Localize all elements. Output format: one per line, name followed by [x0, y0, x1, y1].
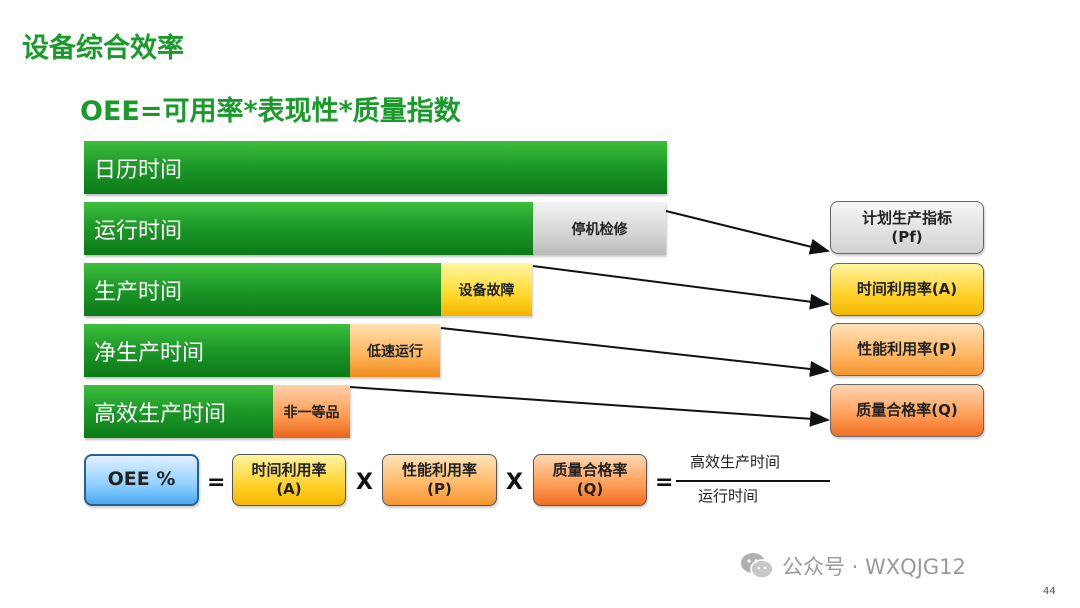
fraction-numerator: 高效生产时间 — [690, 453, 781, 471]
page-number: 44 — [1043, 586, 1056, 597]
factor-line2: (A) — [276, 480, 302, 498]
loss-breakdown: 设备故障 — [441, 263, 532, 316]
fraction-denominator: 运行时间 — [698, 487, 759, 505]
factor-availability: 时间利用率 (A) — [232, 454, 346, 506]
bar-run-time: 运行时间 — [84, 202, 533, 255]
equals-sign: = — [655, 470, 674, 495]
times-sign: X — [506, 470, 523, 495]
oee-box: OEE % — [84, 454, 199, 506]
factor-line2: (P) — [427, 480, 452, 498]
indicator-quality: 质量合格率(Q) — [830, 384, 984, 437]
indicator-planned-production: 计划生产指标 (Pf) — [830, 201, 984, 254]
formula-title: OEE=可用率*表现性*质量指数 — [80, 96, 461, 127]
factor-performance: 性能利用率 (P) — [382, 454, 497, 506]
bar-calendar-time: 日历时间 — [84, 141, 667, 194]
factor-line1: 时间利用率 — [251, 461, 327, 480]
arrow-to-performance — [440, 327, 830, 377]
factor-line1: 质量合格率 — [552, 461, 628, 480]
loss-maintenance: 停机检修 — [533, 202, 666, 255]
arrow-to-availability — [532, 265, 830, 310]
equals-sign: = — [207, 470, 226, 495]
indicator-line1: 性能利用率(P) — [857, 340, 957, 359]
factor-line1: 性能利用率 — [401, 461, 477, 480]
page-title: 设备综合效率 — [22, 33, 184, 64]
watermark-text: 公众号 · WXQJG12 — [782, 555, 966, 579]
indicator-line2: (Pf) — [891, 227, 923, 246]
fraction-bar — [676, 480, 830, 482]
bar-production-time: 生产时间 — [84, 263, 441, 316]
oee-label: OEE % — [107, 468, 176, 491]
times-sign: X — [356, 470, 373, 495]
watermark: 公众号 · WXQJG12 — [740, 551, 966, 581]
indicator-line1: 时间利用率(A) — [856, 280, 958, 299]
bar-net-production-time: 净生产时间 — [84, 324, 350, 377]
factor-quality: 质量合格率 (Q) — [533, 454, 647, 506]
arrow-to-quality — [349, 386, 830, 427]
factor-line2: (Q) — [576, 480, 604, 498]
indicator-line1: 质量合格率(Q) — [856, 401, 958, 420]
indicator-availability: 时间利用率(A) — [830, 263, 984, 316]
loss-defects: 非一等品 — [273, 385, 350, 438]
indicator-line1: 计划生产指标 — [861, 208, 952, 227]
loss-slow-running: 低速运行 — [350, 324, 440, 377]
arrow-to-planned — [665, 210, 830, 255]
bar-effective-production-time: 高效生产时间 — [84, 385, 273, 438]
wechat-icon — [741, 553, 774, 579]
indicator-performance: 性能利用率(P) — [830, 323, 984, 376]
